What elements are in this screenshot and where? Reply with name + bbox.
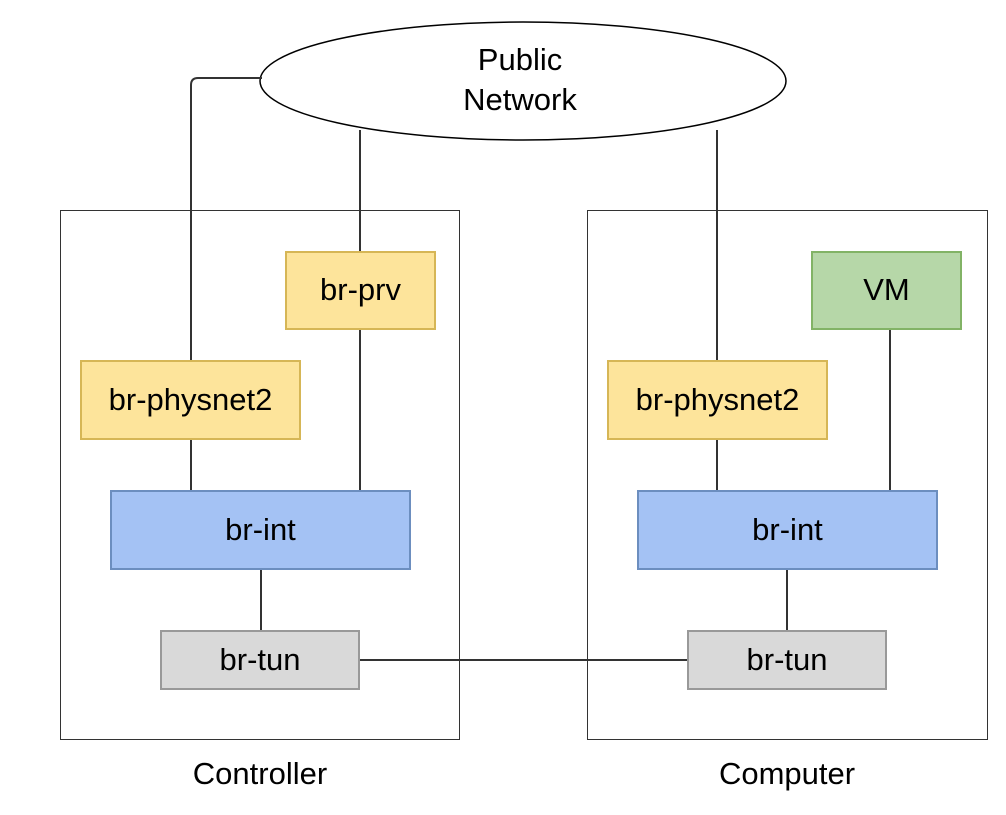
public-network-label: Public Network <box>400 40 640 120</box>
controller-br-tun: br-tun <box>160 630 360 690</box>
controller-br-physnet2: br-physnet2 <box>80 360 301 440</box>
controller-br-int: br-int <box>110 490 411 570</box>
computer-br-tun: br-tun <box>687 630 887 690</box>
controller-label: Controller <box>192 756 328 791</box>
controller-host <box>60 210 460 740</box>
computer-label: Computer <box>718 756 856 791</box>
public-network-label-line1: Public <box>477 42 563 77</box>
computer-br-int: br-int <box>637 490 938 570</box>
public-network-cloud <box>259 21 787 141</box>
computer-host <box>587 210 988 740</box>
link-controller-physnet2-public <box>190 77 262 360</box>
computer-vm: VM <box>811 251 962 330</box>
public-network-label-line2: Network <box>463 82 577 117</box>
controller-br-prv: br-prv <box>285 251 436 330</box>
computer-br-physnet2: br-physnet2 <box>607 360 828 440</box>
